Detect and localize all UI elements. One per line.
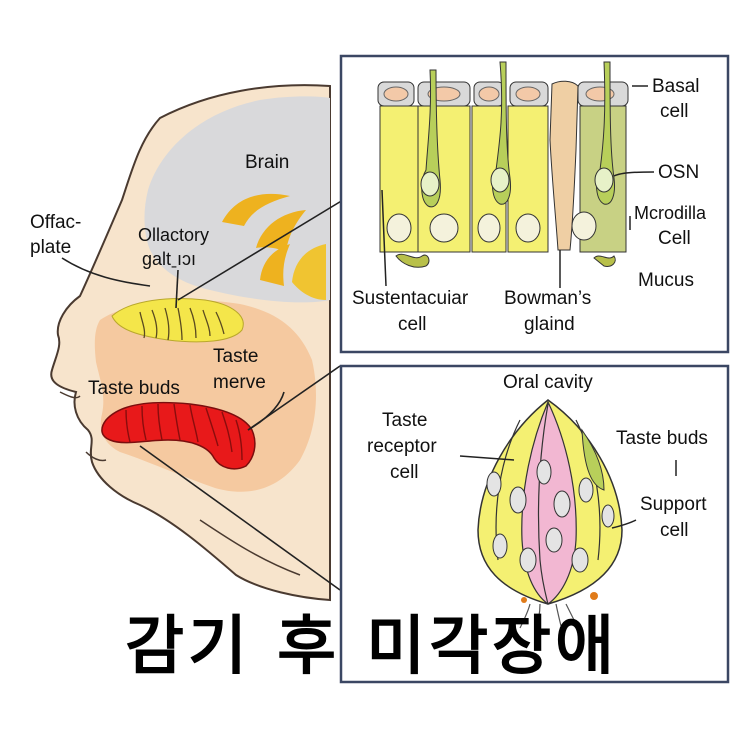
connector-to-taste-bud-bottom (139, 445, 341, 591)
leader-olfactory-plate (61, 257, 151, 287)
caption-title: 감기 후 미각장애 (125, 610, 618, 684)
label-receptor-3: cell (390, 462, 419, 483)
label-receptor-1: Taste (382, 410, 427, 431)
label-taste-buds-panel: Taste buds (616, 428, 708, 449)
taste-bud-cells (477, 399, 623, 631)
label-support-1: Support (640, 494, 707, 515)
lip-line (85, 451, 107, 462)
epithelium-cells (377, 61, 629, 268)
brain-nerve-1 (222, 193, 290, 226)
jaw-line (199, 519, 301, 576)
leader-olfactory-gland (175, 269, 179, 309)
label-mucus: Mucus (638, 270, 694, 291)
label-sustentacular-1: Sustentacuiar (352, 288, 469, 309)
epithelium-leaders (381, 85, 655, 288)
label-microvilli-2: Cell (658, 228, 691, 249)
label-olfactory-plate-2: plate (30, 237, 71, 258)
label-basal-cell-1: Basal (652, 76, 700, 97)
label-oral-cavity: Oral cavity (503, 372, 593, 393)
connector-to-taste-bud-top (247, 365, 341, 431)
nostril-line (59, 391, 81, 399)
connector-to-epithelium (177, 199, 344, 301)
brain-nerve-4 (292, 244, 326, 300)
head-illustration (50, 84, 331, 602)
label-taste-nerve-1: Taste (213, 346, 258, 367)
label-olfactory-plate-1: Offac- (30, 212, 81, 233)
label-support-2: cell (660, 520, 689, 541)
label-basal-cell-2: cell (660, 101, 689, 122)
nasal-oral-cavity (94, 300, 316, 492)
label-taste-buds-head: Taste buds (88, 378, 180, 399)
label-olfactory-gland-2: galtˍıɔı (142, 249, 196, 269)
label-taste-nerve-2: merve (213, 372, 266, 393)
tongue-ridges (125, 403, 243, 461)
label-olfactory-gland-1: Ollactory (138, 225, 209, 245)
taste-bud-leaders (459, 455, 677, 529)
brain-nerve-2 (256, 210, 306, 252)
label-sustentacular-2: cell (398, 314, 427, 335)
label-brain: Brain (245, 152, 289, 173)
brain-nerve-3 (260, 244, 290, 286)
label-bowmans-2: glaind (524, 314, 575, 335)
label-bowmans-1: Bowman’s (504, 288, 591, 309)
olfactory-fibers (139, 307, 225, 341)
label-microvilli-1: Mcrodilla (634, 203, 707, 223)
tongue (101, 401, 256, 470)
label-receptor-2: receptor (367, 436, 437, 457)
label-osn: OSN (658, 162, 699, 183)
